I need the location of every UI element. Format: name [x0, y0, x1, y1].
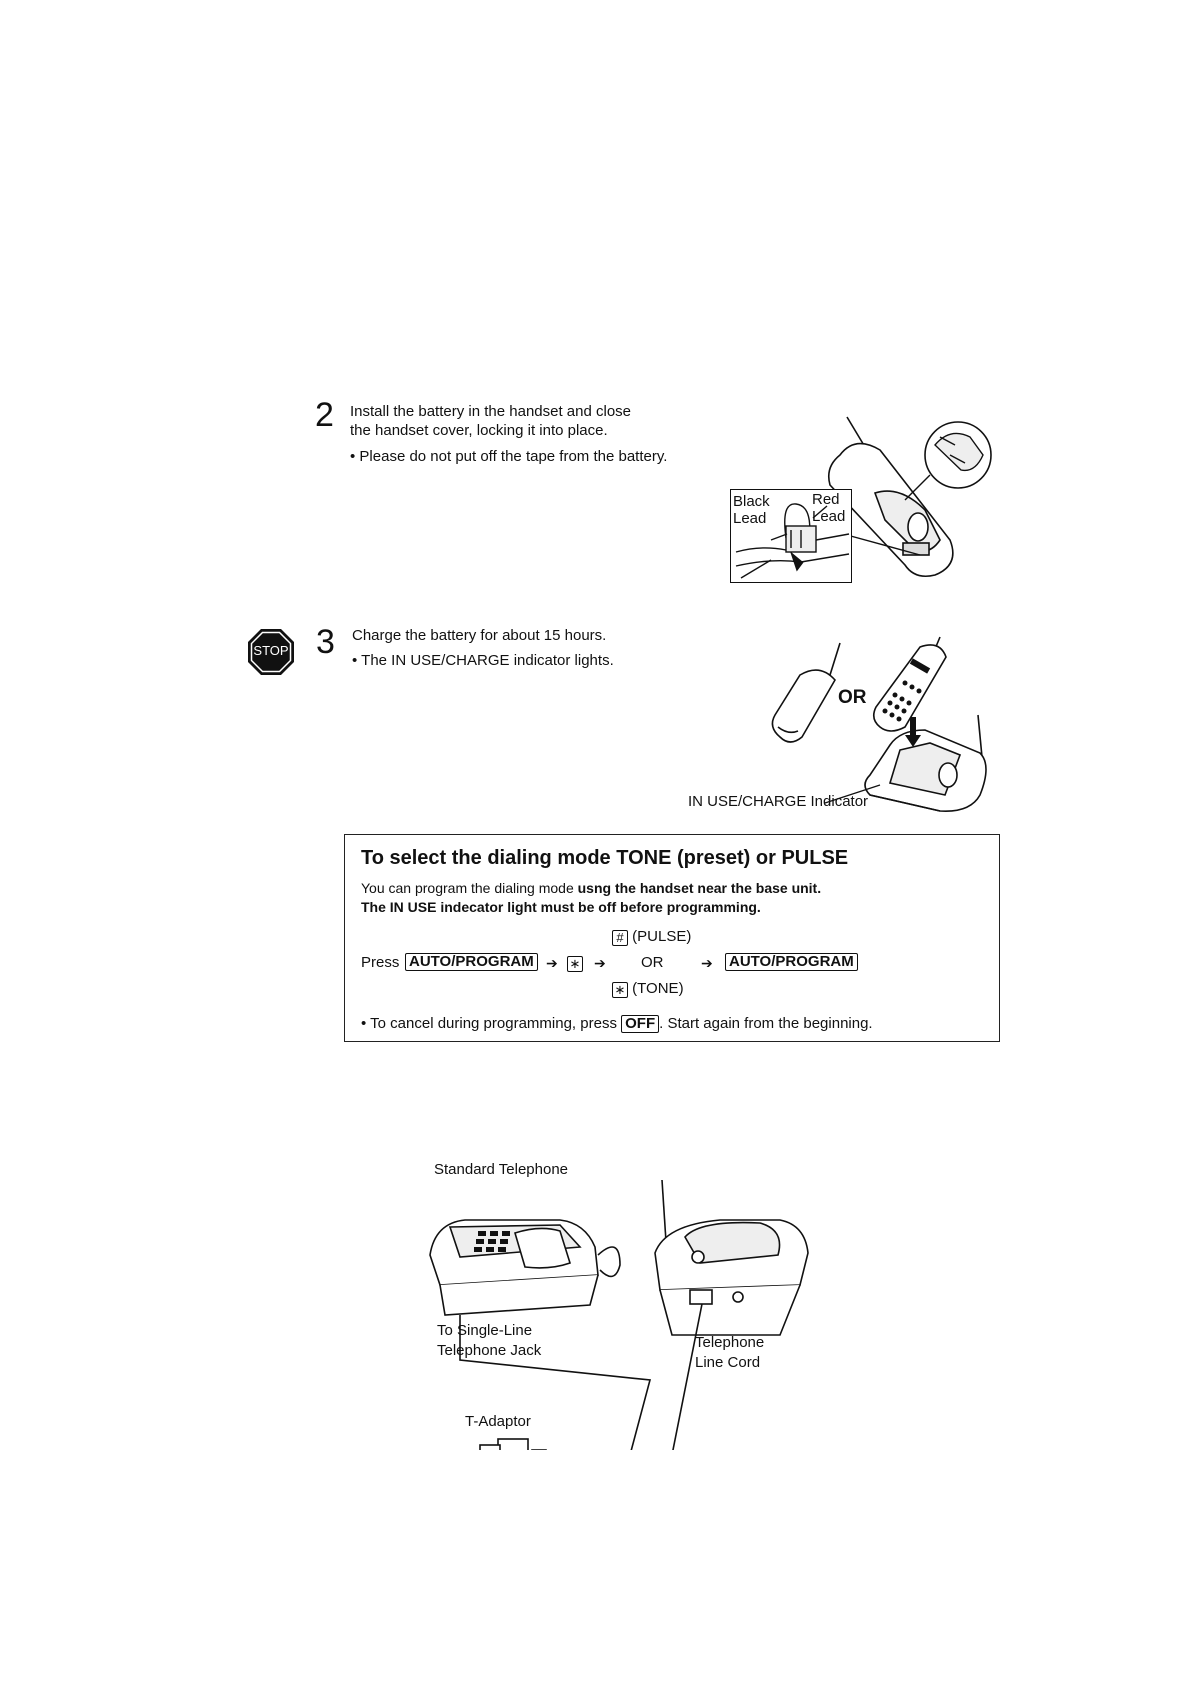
black-lead-label-1: Black — [733, 493, 770, 510]
arrow-right-icon: ➔ — [594, 955, 606, 971]
dialing-mode-line1-bold: usng the handset near the base unit. — [577, 880, 822, 896]
in-use-charge-indicator-label: IN USE/CHARGE Indicator — [688, 793, 869, 810]
dialing-mode-line1-normal: You can program the dialing mode — [361, 880, 578, 896]
press-label: Press — [361, 954, 400, 971]
step-2-instruction-line1: Install the battery in the handset and c… — [350, 403, 632, 420]
dialing-mode-line1: You can program the dialing mode usng th… — [361, 879, 821, 898]
step-2-instruction-line2: the handset cover, locking it into place… — [350, 422, 608, 439]
arrow-right-icon: ➔ — [701, 955, 713, 971]
black-lead-label-2: Lead — [733, 510, 767, 527]
step-3-instruction: Charge the battery for about 15 hours. — [352, 627, 607, 644]
stop-sign-icon: STOP — [247, 628, 295, 676]
dialing-mode-title: To select the dialing mode TONE (preset)… — [361, 847, 849, 869]
tone-label: (TONE) — [632, 980, 684, 997]
red-lead-label-1: Red — [812, 491, 840, 508]
single-line-jack-label-2: Telephone Jack — [437, 1342, 542, 1359]
step-3-number: 3 — [316, 623, 335, 661]
pulse-option: # (PULSE) — [612, 927, 691, 946]
battery-install-illustration — [827, 416, 992, 578]
charging-illustration — [771, 636, 987, 812]
step-2-bullet-text: Please do not put off the tape from the … — [359, 448, 668, 465]
pulse-label: (PULSE) — [632, 928, 692, 945]
cancel-prefix: To cancel during programming, press — [370, 1015, 617, 1032]
auto-program-key-1: AUTO/PROGRAM — [405, 952, 538, 971]
cancel-instruction: • To cancel during programming, press OF… — [361, 1015, 873, 1033]
connection-diagram — [429, 1179, 809, 1450]
stop-sign-text: STOP — [253, 643, 289, 658]
or-label: OR — [838, 687, 867, 708]
t-adaptor-label: T-Adaptor — [465, 1413, 531, 1430]
standard-telephone-label: Standard Telephone — [434, 1161, 569, 1178]
star-key-label-1: ∗ — [567, 956, 583, 972]
lead-wiring-drawing — [735, 503, 850, 579]
step-2-bullet: • Please do not put off the tape from th… — [350, 448, 668, 465]
step-3-bullet-text: The IN USE/CHARGE indicator lights. — [361, 652, 614, 669]
hash-key: # — [612, 930, 628, 946]
auto-program-key-2: AUTO/PROGRAM — [725, 952, 858, 971]
step-3-bullet: • The IN USE/CHARGE indicator lights. — [352, 652, 614, 669]
step-2-number: 2 — [315, 396, 334, 434]
red-lead-label-2: Lead — [812, 508, 846, 525]
or-text: OR — [641, 954, 664, 971]
tone-option: ∗ (TONE) — [612, 979, 684, 998]
auto-program-key-label-1: AUTO/PROGRAM — [405, 953, 538, 971]
off-key: OFF — [621, 1015, 660, 1033]
arrow-right-icon: ➔ — [546, 955, 558, 971]
cancel-suffix: . Start again from the beginning. — [659, 1015, 873, 1032]
star-key-2: ∗ — [612, 982, 628, 998]
star-key-1: ∗ — [567, 953, 583, 972]
dialing-mode-box — [344, 834, 1000, 1042]
dialing-mode-line2: The IN USE indecator light must be off b… — [361, 899, 761, 915]
auto-program-key-label-2: AUTO/PROGRAM — [725, 953, 858, 971]
lead-detail-inset: Black Lead Red Lead — [730, 489, 852, 583]
line-cord-label-2: Line Cord — [695, 1354, 761, 1371]
line-cord-label-1: Telephone — [695, 1334, 765, 1351]
single-line-jack-label-1: To Single-Line — [437, 1322, 533, 1339]
